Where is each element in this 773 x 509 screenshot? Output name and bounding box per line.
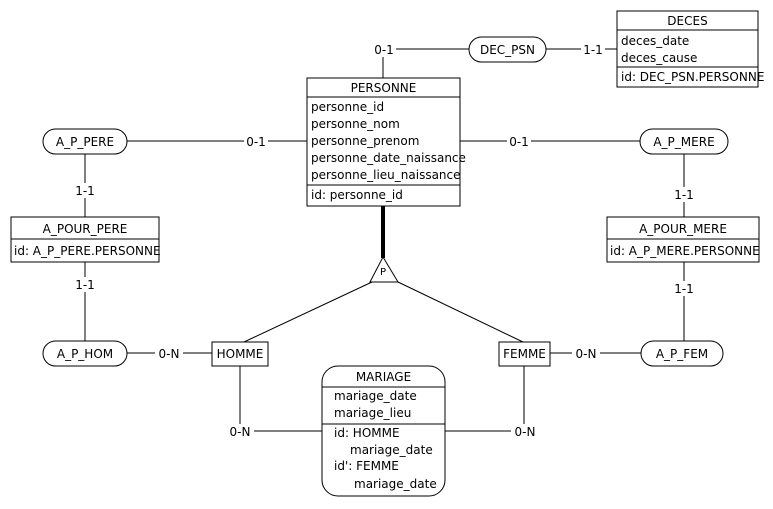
identifier-personne: id: personne_id: [311, 188, 403, 202]
entity-femme[interactable]: FEMME: [498, 341, 551, 367]
identifier-mariage-femme: id': FEMME: [334, 459, 399, 473]
card-a-p-mere-personne: 0-1: [509, 135, 529, 149]
relation-label-a-p-pere: A_P_PERE: [56, 135, 114, 149]
attr-personne-prenom: personne_prenom: [311, 134, 419, 148]
entity-title-a-pour-mere: A_POUR_MERE: [639, 222, 727, 236]
attr-personne-id: personne_id: [311, 100, 384, 114]
connector-lines: [84, 48, 685, 432]
line-isa-femme: [397, 281, 524, 343]
card-homme-mariage: 0-N: [230, 425, 251, 439]
card-dec-psn-deces: 1-1: [583, 43, 603, 57]
attr-personne-nom: personne_nom: [311, 117, 400, 131]
relation-label-dec-psn: DEC_PSN: [480, 43, 535, 57]
entity-a-pour-mere[interactable]: A_POUR_MERE id: A_P_MERE.PERSONNE: [606, 216, 760, 263]
card-femme-mariage: 0-N: [515, 425, 536, 439]
relation-a-p-mere[interactable]: A_P_MERE: [639, 128, 729, 155]
identifier-mariage-date-1: mariage_date: [350, 443, 433, 457]
identifier-a-pour-mere: id: A_P_MERE.PERSONNE: [610, 244, 760, 258]
relation-a-p-pere[interactable]: A_P_PERE: [42, 128, 128, 155]
relation-a-p-fem[interactable]: A_P_FEM: [640, 340, 724, 367]
attr-personne-date-naissance: personne_date_naissance: [311, 151, 466, 165]
card-a-p-fem-apourmere: 1-1: [674, 282, 694, 296]
card-a-p-pere-apourpere: 1-1: [75, 184, 95, 198]
card-a-p-fem-femme: 0-N: [576, 347, 597, 361]
entity-deces[interactable]: DECES deces_date deces_cause id: DEC_PSN…: [616, 10, 764, 88]
entity-title-deces: DECES: [667, 14, 707, 28]
identifier-mariage-homme: id: HOMME: [334, 426, 400, 440]
cardinality-labels: 0-1 1-1 0-1 0-1 1-1 1-1 1-1 1-1 0-N 0-N …: [73, 42, 696, 439]
attr-mariage-lieu: mariage_lieu: [334, 406, 411, 420]
entity-homme[interactable]: HOMME: [211, 341, 269, 367]
entity-title-homme: HOMME: [217, 347, 264, 361]
isa-label: P: [380, 267, 386, 278]
relation-label-a-p-mere: A_P_MERE: [653, 135, 714, 149]
attr-deces-cause: deces_cause: [621, 51, 697, 65]
card-a-p-mere-apourmere: 1-1: [674, 188, 694, 202]
card-a-p-pere-personne: 0-1: [246, 135, 266, 149]
attr-mariage-date: mariage_date: [334, 389, 417, 403]
relation-label-a-p-fem: A_P_FEM: [656, 347, 708, 361]
identifier-a-pour-pere: id: A_P_PERE.PERSONNE: [14, 244, 161, 258]
card-dec-psn-personne: 0-1: [374, 43, 394, 57]
identifier-mariage-date-2: mariage_date: [354, 477, 437, 491]
relation-a-p-hom[interactable]: A_P_HOM: [42, 340, 128, 367]
card-a-p-hom-apourpere: 1-1: [75, 278, 95, 292]
attr-personne-lieu-naissance: personne_lieu_naissance: [311, 168, 461, 182]
entity-title-femme: FEMME: [503, 347, 546, 361]
isa-triangle: [369, 255, 399, 283]
identifier-deces: id: DEC_PSN.PERSONNE: [621, 70, 764, 84]
line-isa-homme: [243, 281, 373, 343]
entity-mariage[interactable]: MARIAGE mariage_date mariage_lieu id: HO…: [321, 365, 446, 497]
entity-title-a-pour-pere: A_POUR_PERE: [43, 222, 128, 236]
entity-a-pour-pere[interactable]: A_POUR_PERE id: A_P_PERE.PERSONNE: [10, 216, 161, 263]
entity-title-personne: PERSONNE: [351, 81, 417, 95]
entity-personne[interactable]: PERSONNE personne_id personne_nom person…: [306, 77, 466, 207]
relation-label-a-p-hom: A_P_HOM: [57, 347, 113, 361]
card-a-p-hom-homme: 0-N: [159, 347, 180, 361]
relation-dec-psn[interactable]: DEC_PSN: [468, 36, 547, 63]
entity-title-mariage: MARIAGE: [356, 370, 411, 384]
attr-deces-date: deces_date: [621, 34, 689, 48]
